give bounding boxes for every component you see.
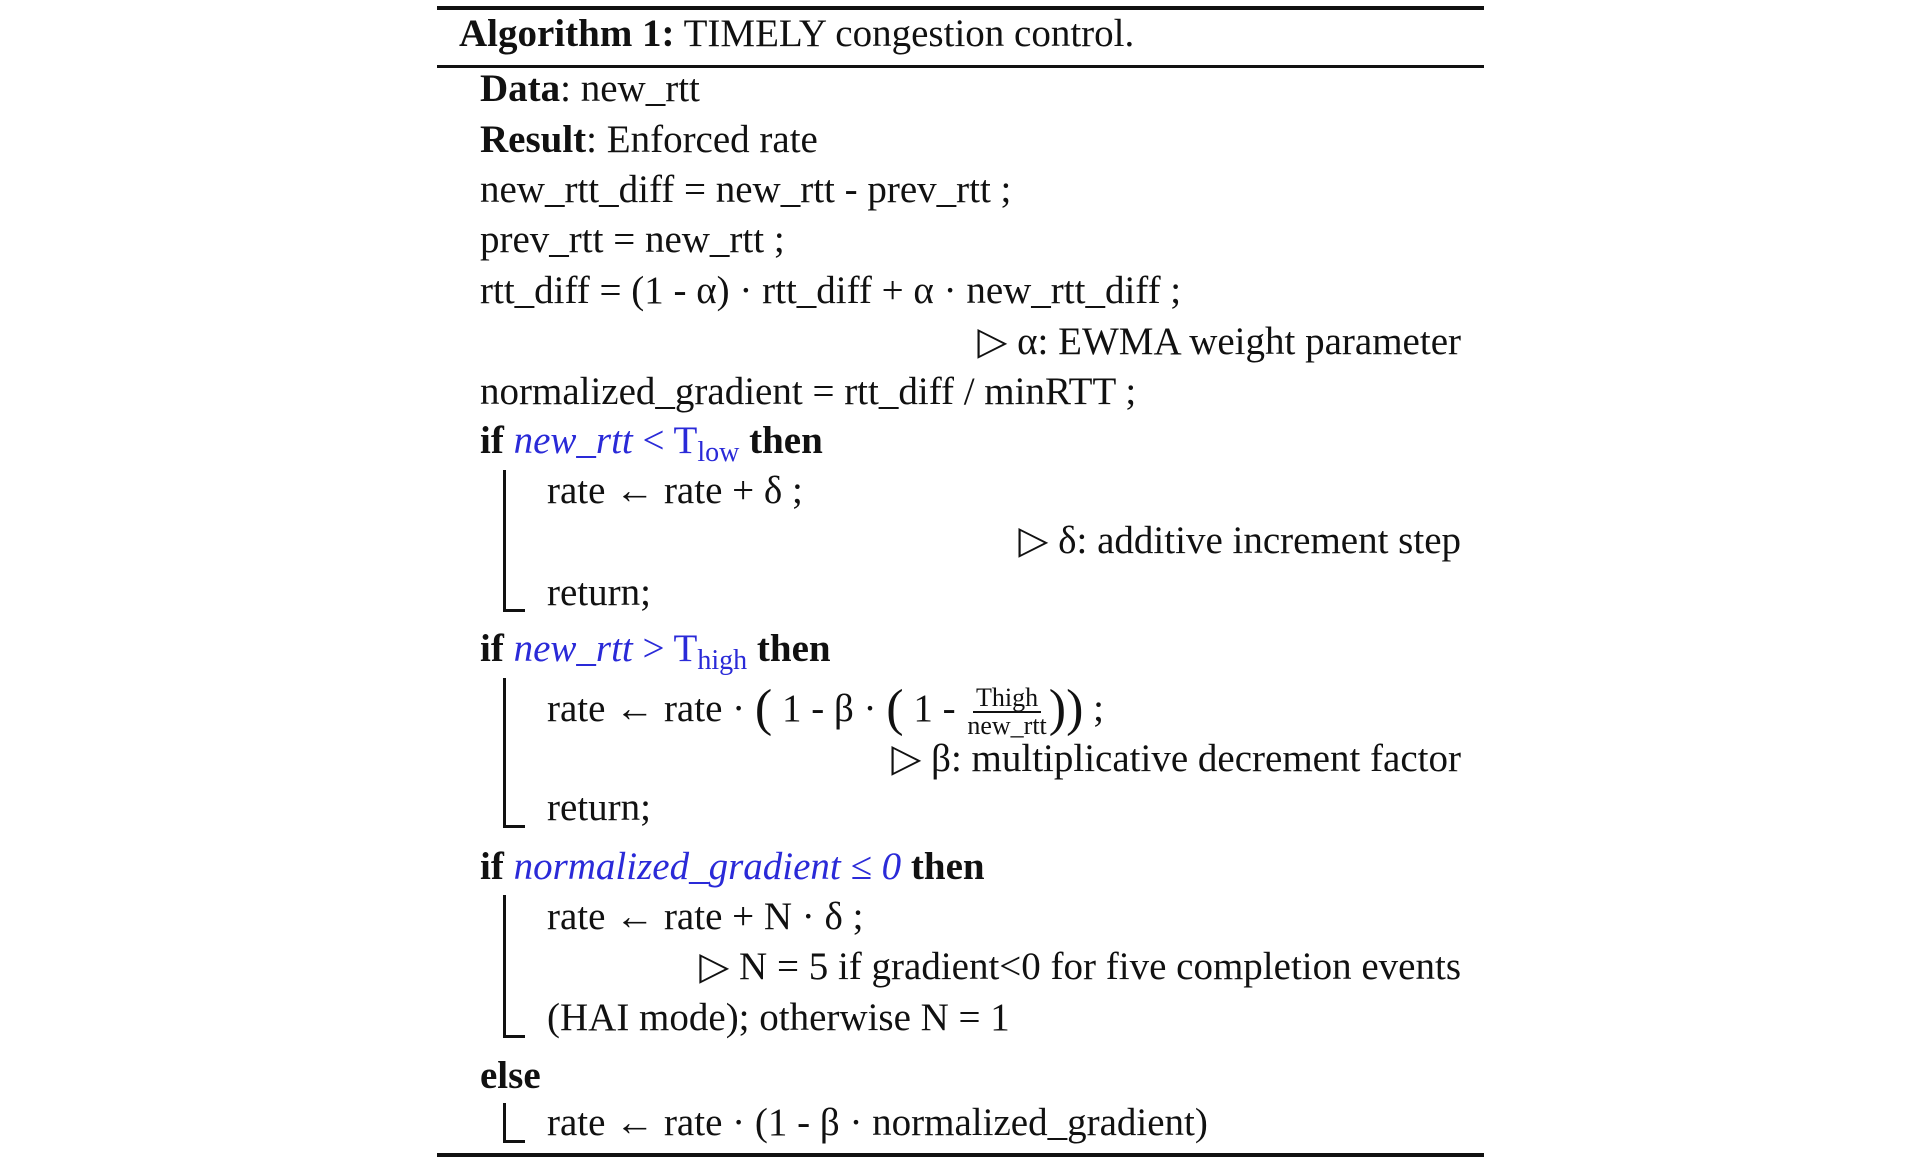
block-foot [503,609,525,612]
return-line: return; [547,786,651,829]
top-rule [437,6,1484,10]
block-foot [503,825,525,828]
result-line: Result: Enforced rate [480,118,818,161]
block-bar [503,470,506,612]
line-rate-increase: rate ← rate + δ ; [547,469,803,512]
if-high-condition: if new_rtt > Thigh then [480,627,831,676]
block-bar [503,678,506,828]
caption-text: TIMELY congestion control. [683,12,1135,55]
line-prev-rtt: prev_rtt = new_rtt ; [480,218,785,261]
block-bar [503,1103,506,1143]
line-rate-hai: rate ← rate + N · δ ; [547,895,864,938]
comment-delta: ▷ δ: additive increment step [1018,519,1461,562]
line-new-rtt-diff: new_rtt_diff = new_rtt - prev_rtt ; [480,168,1012,211]
block-bar [503,895,506,1038]
if-low-condition: if new_rtt < Tlow then [480,419,823,468]
bottom-rule [437,1153,1484,1157]
line-normalized-gradient: normalized_gradient = rtt_diff / minRTT … [480,370,1137,413]
comment-hai: ▷ N = 5 if gradient<0 for five completio… [699,945,1461,988]
header-rule [437,65,1484,68]
line-rtt-diff: rtt_diff = (1 - α) · rtt_diff + α · new_… [480,269,1182,312]
comment-alpha: ▷ α: EWMA weight parameter [977,320,1461,363]
return-line: return; [547,571,651,614]
block-foot [503,1035,525,1038]
if-gradient-condition: if normalized_gradient ≤ 0 then [480,845,985,888]
data-line: Data: new_rtt [480,67,700,110]
comment-beta: ▷ β: multiplicative decrement factor [891,737,1461,780]
line-rate-gradient: rate ← rate · (1 - β · normalized_gradie… [547,1101,1208,1144]
else-keyword: else [480,1054,541,1097]
algorithm-caption: Algorithm 1: TIMELY congestion control. [459,11,1134,57]
block-foot [503,1140,525,1143]
caption-label: Algorithm 1: [459,12,675,55]
comment-hai-cont: (HAI mode); otherwise N = 1 [547,996,1010,1039]
